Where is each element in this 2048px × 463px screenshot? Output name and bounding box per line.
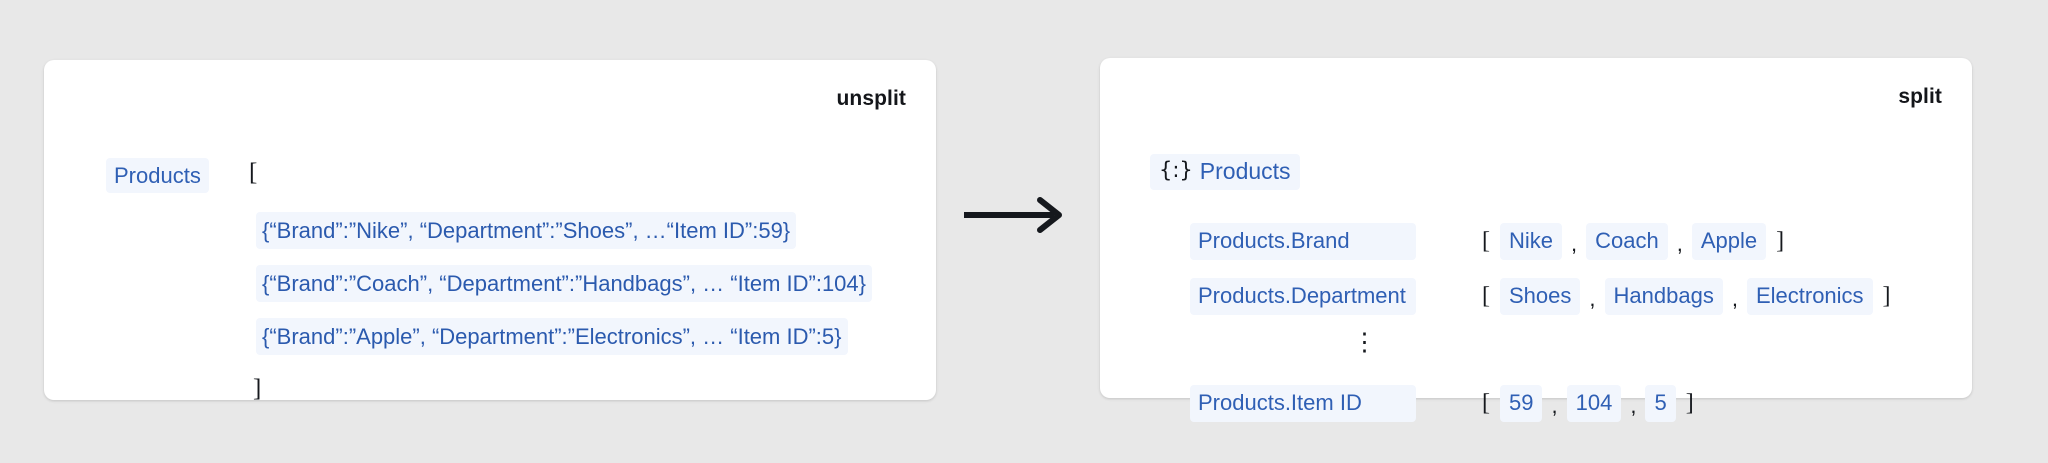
array-close-bracket: ] [1776, 227, 1785, 254]
unsplit-card: unsplit Products [ {“Brand”:”Nike”, “Dep… [44, 60, 936, 402]
split-card-tag: split [1898, 85, 1942, 108]
array-open-bracket: [ [1482, 389, 1490, 416]
arrow-right-icon [962, 195, 1072, 235]
value-chip: 5 [1645, 385, 1676, 422]
value-separator: , [1630, 393, 1637, 419]
value-chip: Coach [1586, 223, 1668, 260]
value-chip: 59 [1500, 385, 1543, 422]
field-row: Products.Item ID [ 59 , 104 , 5 ] [1190, 385, 1704, 422]
json-object-text: {“Brand”:”Nike”, “Department”:”Shoes”, …… [256, 212, 797, 250]
json-object-row: {“Brand”:”Apple”, “Department”:”Electron… [256, 318, 848, 356]
field-row: Products.Department [ Shoes , Handbags ,… [1190, 278, 1901, 315]
json-object-icon: {:} [1159, 158, 1193, 183]
array-close-bracket: ] [253, 375, 262, 402]
vertical-ellipsis-icon: ⋮ [1352, 328, 1377, 356]
field-key: Products.Department [1190, 278, 1416, 315]
value-separator: , [1571, 231, 1578, 257]
value-separator: , [1551, 393, 1558, 419]
root-key-chip: Products [106, 158, 209, 194]
value-chip: 104 [1566, 385, 1622, 422]
field-row: Products.Brand [ Nike , Coach , Apple ] [1190, 223, 1794, 260]
value-separator: , [1676, 231, 1683, 257]
object-header: {:} Products [1150, 154, 1300, 190]
object-header-label: Products [1199, 158, 1291, 184]
field-key: Products.Brand [1190, 223, 1416, 260]
json-object-text: {“Brand”:”Apple”, “Department”:”Electron… [256, 318, 848, 356]
unsplit-card-tag: unsplit [836, 87, 906, 110]
field-values: [ Nike , Coach , Apple ] [1472, 223, 1794, 260]
value-chip: Apple [1691, 223, 1767, 260]
array-open-bracket: [ [249, 159, 258, 186]
array-close-bracket: ] [1685, 389, 1694, 416]
value-chip: Shoes [1500, 278, 1581, 315]
value-chip: Nike [1500, 223, 1563, 260]
array-open-bracket: [ [1482, 282, 1490, 309]
value-separator: , [1589, 286, 1596, 312]
field-values: [ 59 , 104 , 5 ] [1472, 385, 1704, 422]
array-close-bracket: ] [1882, 282, 1891, 309]
field-key: Products.Item ID [1190, 385, 1416, 422]
split-card: split {:} Products Products.Brand [ Nike… [1100, 58, 1972, 422]
field-values: [ Shoes , Handbags , Electronics ] [1472, 278, 1901, 315]
json-object-row: {“Brand”:”Coach”, “Department”:”Handbags… [256, 265, 873, 303]
value-chip: Handbags [1604, 278, 1723, 315]
json-object-text: {“Brand”:”Coach”, “Department”:”Handbags… [256, 265, 873, 303]
value-separator: , [1731, 286, 1738, 312]
value-chip: Electronics [1746, 278, 1873, 315]
json-object-row: {“Brand”:”Nike”, “Department”:”Shoes”, …… [256, 212, 797, 250]
array-open-bracket: [ [1482, 227, 1490, 254]
